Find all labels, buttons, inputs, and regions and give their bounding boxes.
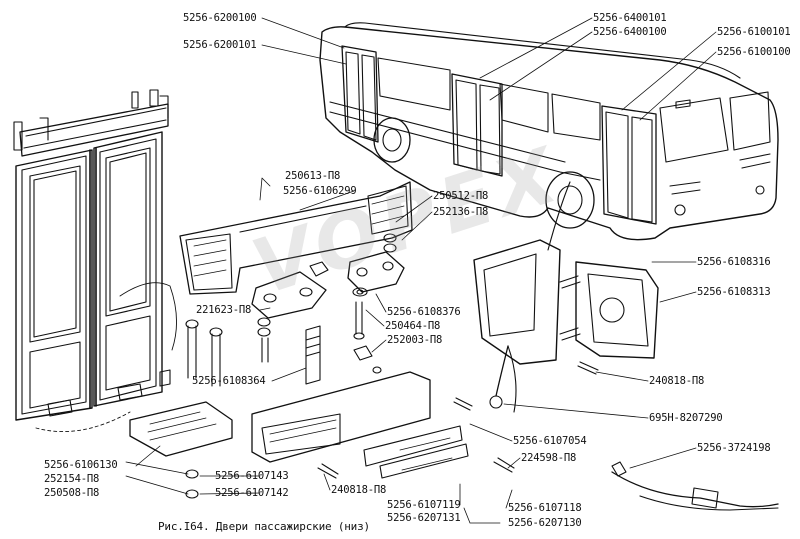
part-label: 5256-6107118	[508, 502, 582, 514]
part-label: 221623-П8	[196, 304, 252, 316]
leader-lines	[125, 17, 717, 524]
part-label: 250464-П8	[385, 320, 441, 332]
part-label: 250508-П8	[44, 487, 100, 499]
part-label: 695Н-8207290	[649, 412, 723, 424]
part-label: 5256-6207131	[387, 512, 461, 524]
part-label: 250613-П8	[285, 170, 341, 182]
fasteners	[185, 233, 599, 479]
part-label: 5256-6100101	[717, 26, 791, 38]
upper-guide-bracket	[179, 181, 413, 295]
part-label: 5256-6107143	[215, 470, 289, 482]
part-label: 5256-6108364	[192, 375, 266, 387]
bus-body	[319, 22, 779, 241]
part-label: 224598-П8	[521, 452, 577, 464]
part-label: 5256-6106130	[44, 459, 118, 471]
part-label: 5256-6200101	[183, 39, 257, 51]
part-label: 5256-6207130	[508, 517, 582, 529]
part-label: 252003-П8	[387, 334, 443, 346]
part-label: 5256-6107119	[387, 499, 461, 511]
part-label: 252154-П8	[44, 473, 100, 485]
part-label: 5256-6400100	[593, 26, 667, 38]
part-label: 5256-6200100	[183, 12, 257, 24]
part-label: 5256-3724198	[697, 442, 771, 454]
part-label: 250512-П8	[433, 190, 489, 202]
wiring-harness	[611, 461, 779, 511]
part-label: 5256-6400101	[593, 12, 667, 24]
part-label: 5256-6100100	[717, 46, 791, 58]
door-leaf-assembly	[13, 89, 177, 433]
part-label: 5256-6106299	[283, 185, 357, 197]
part-label: 5256-6107142	[215, 487, 289, 499]
bottom-track	[129, 371, 469, 499]
hinge-plates	[251, 251, 405, 319]
part-label: 5256-6108313	[697, 286, 771, 298]
part-label: 5256-6108376	[387, 306, 461, 318]
part-label: 5256-6108316	[697, 256, 771, 268]
part-label: 252136-П8	[433, 206, 489, 218]
part-label: 240818-П8	[649, 375, 705, 387]
part-label: 5256-6107054	[513, 435, 587, 447]
emergency-valve-cover	[473, 181, 659, 413]
part-label: 240818-П8	[331, 484, 387, 496]
figure-caption: Рис.I64. Двери пассажирские (низ)	[158, 520, 370, 533]
